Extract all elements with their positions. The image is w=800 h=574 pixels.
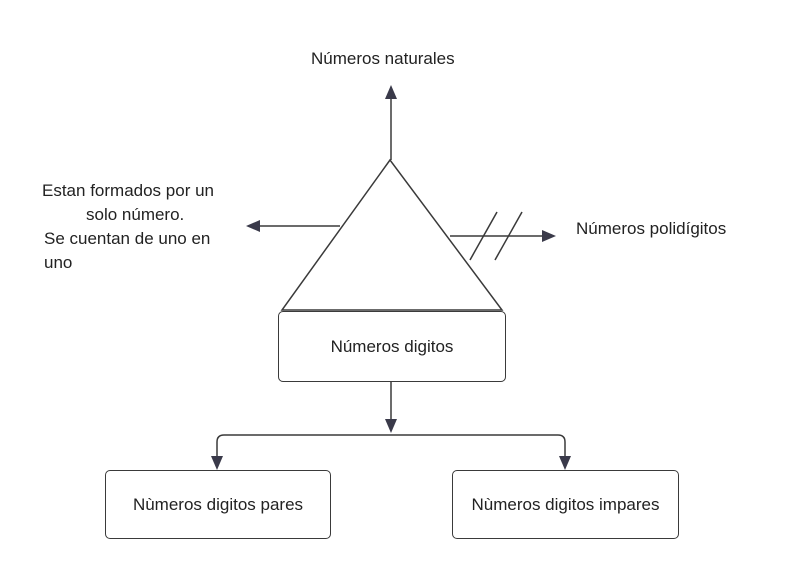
- left-box-label: Nùmeros digitos pares: [132, 494, 304, 514]
- branch-right-head: [559, 456, 571, 470]
- branch-connector: [216, 434, 566, 459]
- top-label: Números naturales: [311, 49, 455, 68]
- right-box-label: Nùmeros digitos impares: [471, 494, 660, 514]
- center-box-label: Números digitos: [330, 336, 454, 356]
- left-description-line-3: Se cuentan de uno en: [44, 229, 211, 248]
- left-description-line-4: uno: [44, 253, 73, 272]
- right-box: Nùmeros digitos impares: [452, 470, 679, 539]
- triangle-shape: [280, 158, 504, 311]
- left-box: Nùmeros digitos pares: [105, 470, 331, 539]
- right-label: Números polidígitos: [576, 219, 727, 238]
- arrow-up-head: [385, 85, 397, 99]
- hash-mark-2: [494, 211, 523, 261]
- center-box: Números digitos: [278, 311, 506, 382]
- arrow-left-head: [246, 220, 260, 232]
- arrow-down-head: [385, 419, 397, 433]
- left-description-line-2: solo número.: [86, 205, 185, 224]
- left-description-line-1: Estan formados por un: [42, 181, 214, 200]
- arrow-right-head: [542, 230, 556, 242]
- branch-left-head: [211, 456, 223, 470]
- hash-mark-1: [469, 211, 498, 261]
